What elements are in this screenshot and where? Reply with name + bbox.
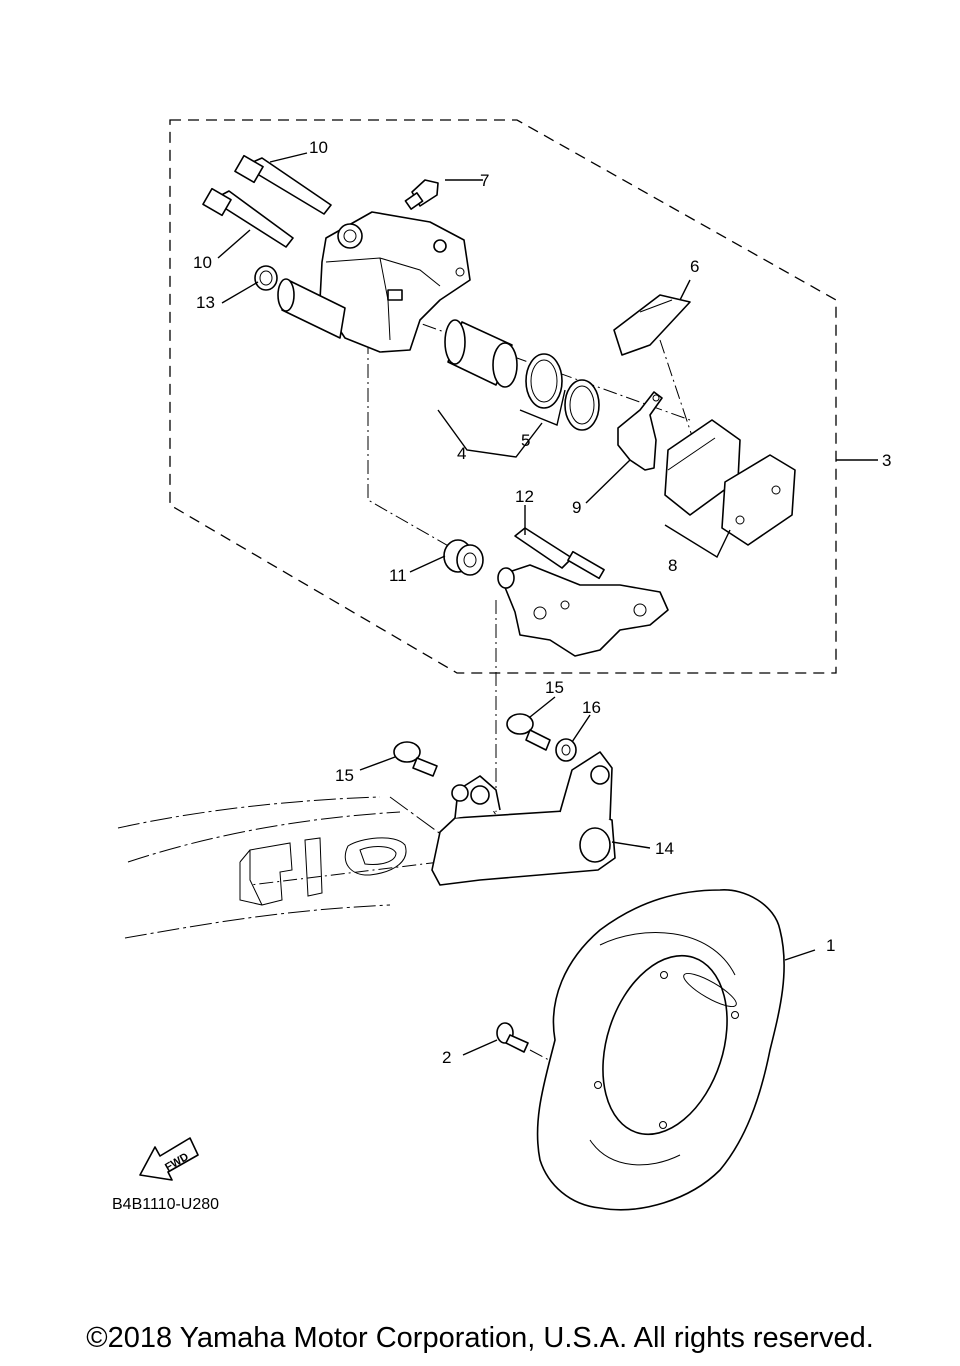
callout-4: 4 <box>457 444 466 463</box>
callout-12: 12 <box>515 487 534 506</box>
bleed-screw <box>404 179 439 210</box>
bracket-bolt-upper <box>506 713 551 751</box>
callout-6: 6 <box>690 257 699 276</box>
callout-9: 9 <box>572 498 581 517</box>
dust-seal <box>254 265 278 291</box>
callout-5: 5 <box>521 431 530 450</box>
caliper-bolt-lower <box>202 187 294 248</box>
callout-15-upper: 15 <box>545 678 564 697</box>
callout-8: 8 <box>668 556 677 575</box>
caliper-bolt-upper <box>234 154 332 215</box>
callout-2: 2 <box>442 1048 451 1067</box>
copyright-notice: ©2018 Yamaha Motor Corporation, U.S.A. A… <box>86 1322 874 1354</box>
leader-lines <box>217 152 878 1056</box>
caliper-bracket <box>497 564 669 657</box>
swingarm-outline <box>117 796 443 939</box>
alignment-line-caliper <box>367 340 453 549</box>
slide-pin <box>514 527 605 580</box>
alignment-line-axle <box>249 861 441 886</box>
callout-11: 11 <box>389 566 407 585</box>
diagram-code: B4B1110-U280 <box>112 1196 220 1213</box>
pin-boot <box>443 539 484 576</box>
brake-pad-inner <box>664 419 741 516</box>
callout-10-lower: 10 <box>193 253 212 272</box>
slide-sleeve <box>277 278 346 339</box>
washer <box>555 738 577 762</box>
torque-bracket <box>431 751 616 886</box>
caliper-body <box>319 211 471 353</box>
callout-7: 7 <box>480 171 489 190</box>
callout-15-lower: 15 <box>335 766 354 785</box>
piston-seals <box>525 353 600 431</box>
piston <box>444 319 518 388</box>
callout-3: 3 <box>882 451 891 470</box>
callout-13: 13 <box>196 293 215 312</box>
pad-support <box>617 391 663 471</box>
caliper-assembly-boundary <box>169 119 837 674</box>
callout-10-upper: 10 <box>309 138 328 157</box>
bracket-bolt-lower <box>393 741 438 777</box>
brake-disc <box>536 889 785 1211</box>
callout-1: 1 <box>826 936 835 955</box>
disc-bolt <box>496 1022 529 1053</box>
alignment-line-disc-bolt <box>529 1049 599 1087</box>
fwd-arrow-icon: FWD <box>139 1137 199 1181</box>
pad-spring <box>613 294 691 356</box>
callout-16: 16 <box>582 698 601 717</box>
brake-pad-outer <box>721 454 796 546</box>
callout-14: 14 <box>655 839 674 858</box>
